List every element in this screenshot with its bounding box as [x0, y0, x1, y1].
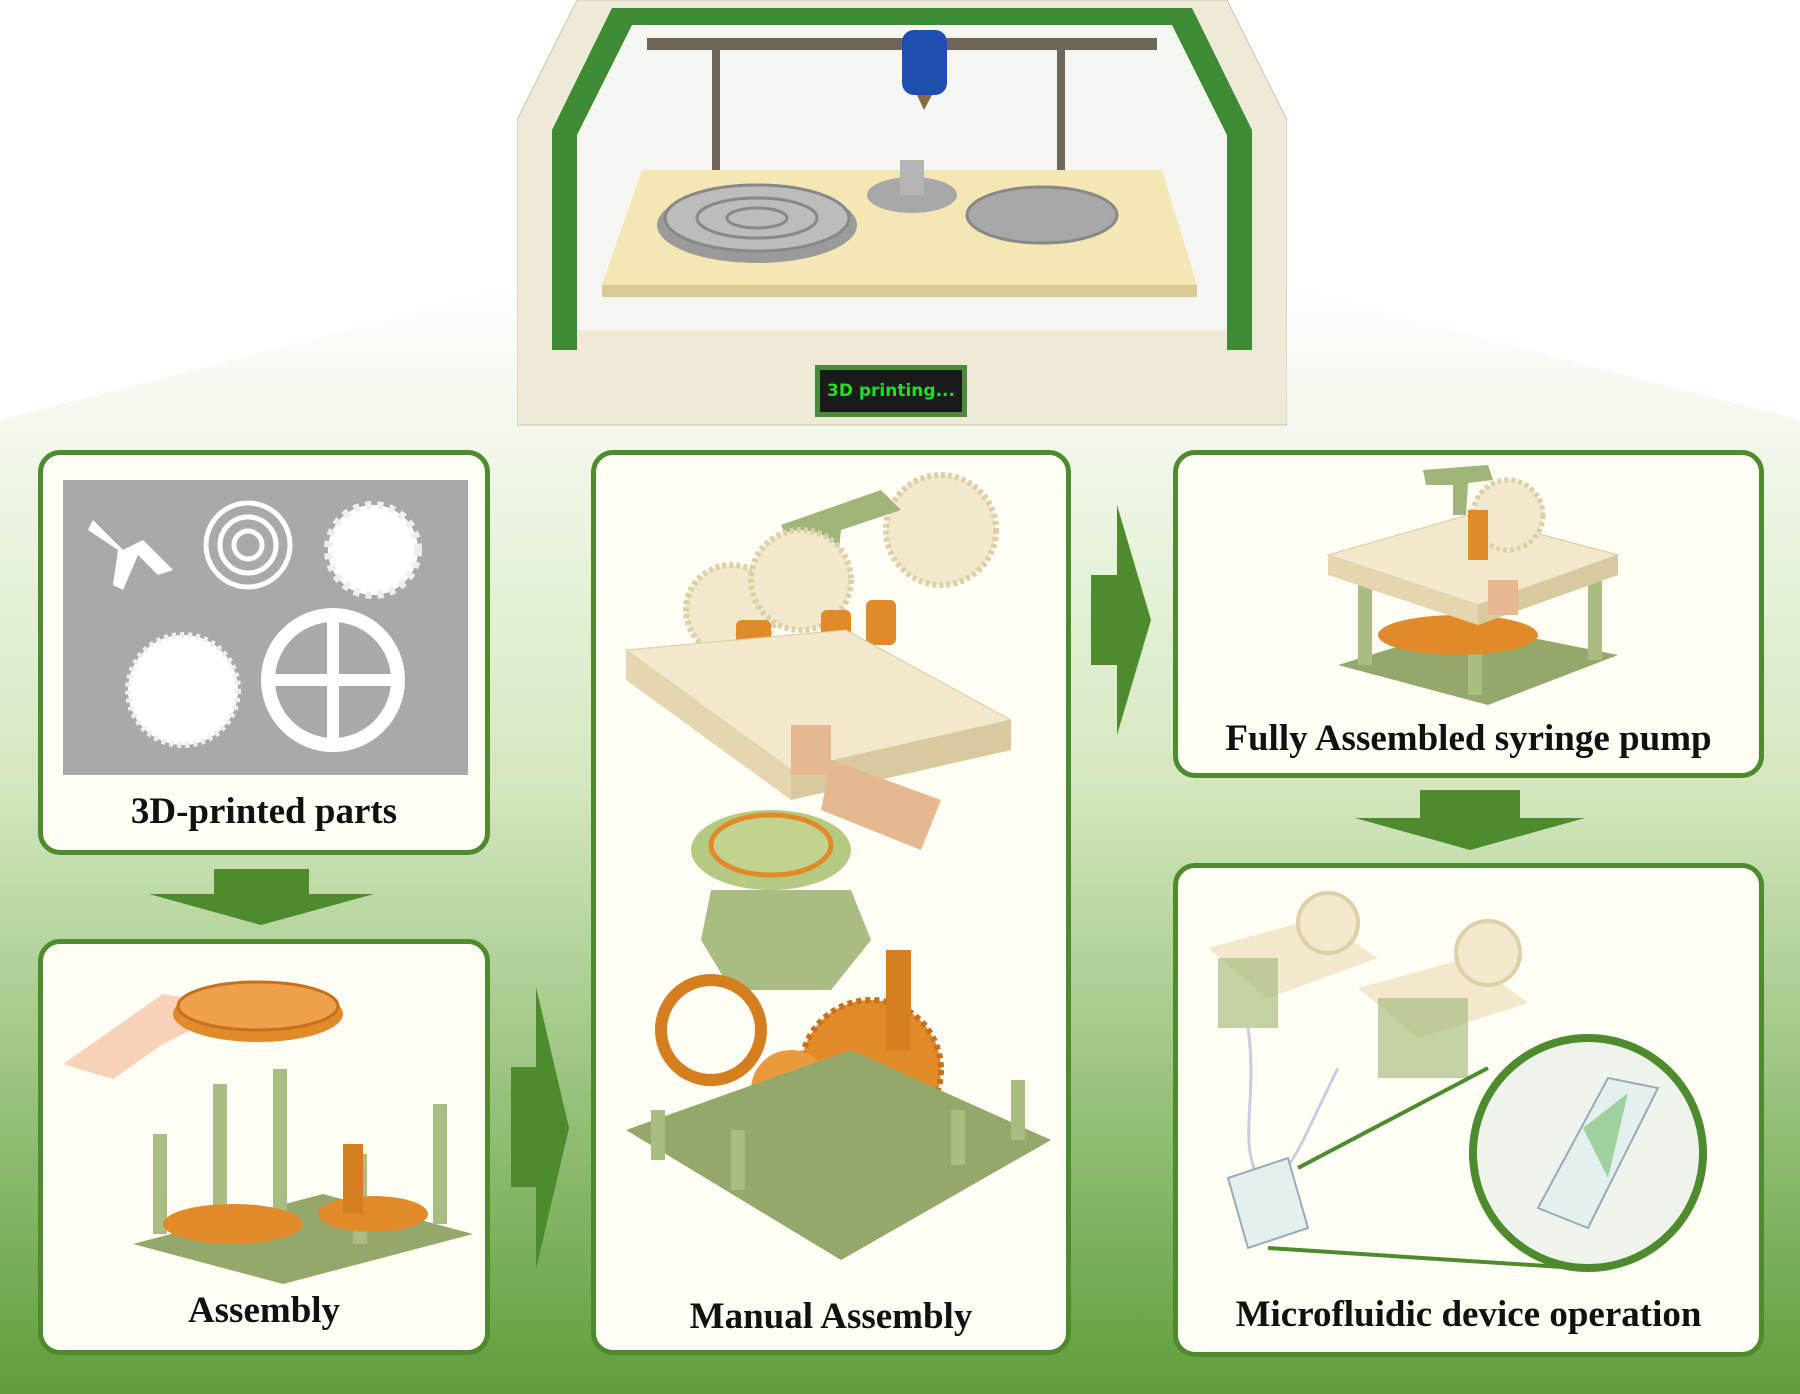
caption-fully-assembled-pump: Fully Assembled syringe pump	[1225, 718, 1712, 759]
assembled-pump-illustration	[1326, 465, 1620, 705]
panel-assembly: Assembly	[38, 939, 490, 1355]
panel-microfluidic-operation: Microfluidic device operation	[1173, 863, 1764, 1357]
arrow-down-icon	[149, 869, 374, 925]
arrow-right-icon	[511, 987, 569, 1269]
3d-printer-illustration	[517, 0, 1287, 426]
caption-assembly: Assembly	[187, 1290, 341, 1331]
microfluidic-illustration	[1208, 891, 1707, 1272]
exploded-view-illustration	[624, 472, 1051, 1260]
arrow-right-icon	[1091, 505, 1151, 735]
caption-microfluidic-operation: Microfluidic device operation	[1235, 1294, 1702, 1335]
panel-3d-printed-parts: 3D-printed parts	[38, 450, 490, 855]
assembly-illustration	[63, 980, 473, 1284]
printed-parts-photo	[63, 480, 468, 775]
printer-status-screen: 3D printing...	[815, 365, 967, 417]
caption-3d-printed-parts: 3D-printed parts	[130, 791, 398, 832]
arrow-down-icon	[1355, 790, 1585, 850]
panel-fully-assembled-pump: Fully Assembled syringe pump	[1173, 450, 1764, 778]
panel-manual-assembly: Manual Assembly	[591, 450, 1071, 1355]
caption-manual-assembly: Manual Assembly	[689, 1296, 973, 1337]
